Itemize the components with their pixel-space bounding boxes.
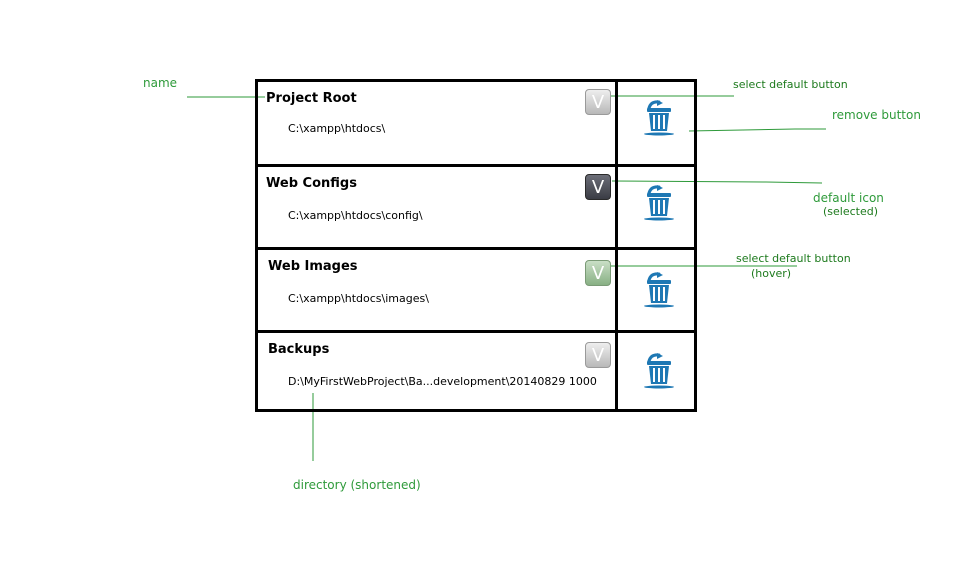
remove-button[interactable] xyxy=(620,82,694,164)
annotation-select-default-hover: select default button xyxy=(736,252,851,265)
directory-list: Project Root C:\xampp\htdocs\ V Web Conf… xyxy=(255,79,697,412)
annotation-default-icon-state: (selected) xyxy=(823,205,879,218)
default-icon-leader-line xyxy=(611,180,823,184)
remove-button[interactable] xyxy=(620,333,694,410)
directory-name: Backups xyxy=(268,342,330,357)
directory-info: Web Configs C:\xampp\htdocs\config\ V xyxy=(258,167,618,247)
trash-icon xyxy=(644,185,674,221)
directory-row: Backups D:\MyFirstWebProject\Ba...develo… xyxy=(258,330,694,410)
annotation-hover-state: (hover) xyxy=(751,267,792,280)
directory-name: Project Root xyxy=(266,91,357,106)
annotation-name: name xyxy=(143,76,178,90)
directory-info: Backups D:\MyFirstWebProject\Ba...develo… xyxy=(258,333,618,410)
directory-path: C:\xampp\htdocs\images\ xyxy=(288,292,429,305)
directory-name: Web Images xyxy=(268,259,358,274)
remove-button[interactable] xyxy=(620,250,694,330)
remove-button[interactable] xyxy=(620,167,694,247)
annotation-select-default-button: select default button xyxy=(733,78,848,91)
trash-icon xyxy=(644,272,674,308)
directory-info: Web Images C:\xampp\htdocs\images\ V xyxy=(258,250,618,330)
trash-icon xyxy=(644,353,674,389)
directory-path: D:\MyFirstWebProject\Ba...development\20… xyxy=(288,375,597,388)
annotation-default-icon: default icon xyxy=(813,191,884,205)
directory-path: C:\xampp\htdocs\config\ xyxy=(288,209,423,222)
directory-row: Web Configs C:\xampp\htdocs\config\ V xyxy=(258,164,694,247)
select-default-button[interactable]: V xyxy=(585,89,611,115)
directory-path: C:\xampp\htdocs\ xyxy=(288,122,386,135)
annotation-directory: directory (shortened) xyxy=(293,478,421,492)
remove-button-leader-line xyxy=(688,128,826,132)
select-default-button-hover[interactable]: V xyxy=(585,260,611,286)
directory-row: Web Images C:\xampp\htdocs\images\ V xyxy=(258,247,694,330)
select-default-button[interactable]: V xyxy=(585,342,611,368)
trash-icon xyxy=(644,100,674,136)
annotation-remove-button: remove button xyxy=(832,108,921,122)
directory-row: Project Root C:\xampp\htdocs\ V xyxy=(258,82,694,164)
default-icon[interactable]: V xyxy=(585,174,611,200)
directory-info: Project Root C:\xampp\htdocs\ V xyxy=(258,82,618,164)
directory-name: Web Configs xyxy=(266,176,357,191)
